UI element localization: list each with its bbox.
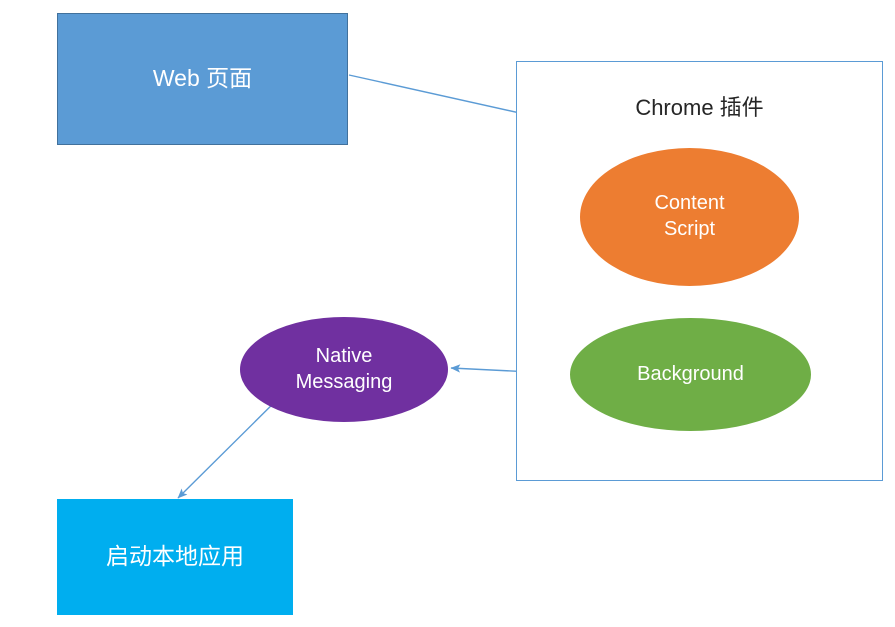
node-native-messaging-label: Native Messaging: [295, 344, 393, 393]
node-content-script-label: Content Script: [654, 192, 725, 240]
node-chrome-extension-label: Chrome 插件: [635, 95, 764, 120]
node-native-messaging[interactable]: Native Messaging: [240, 317, 448, 422]
node-web-page[interactable]: Web 页面: [57, 13, 348, 145]
node-background[interactable]: Background: [570, 318, 811, 431]
node-local-app[interactable]: 启动本地应用: [57, 499, 293, 615]
node-local-app-label: 启动本地应用: [106, 543, 244, 570]
node-background-label: Background: [637, 362, 744, 385]
node-web-page-label: Web 页面: [152, 65, 253, 92]
node-content-script[interactable]: Content Script: [580, 148, 799, 286]
